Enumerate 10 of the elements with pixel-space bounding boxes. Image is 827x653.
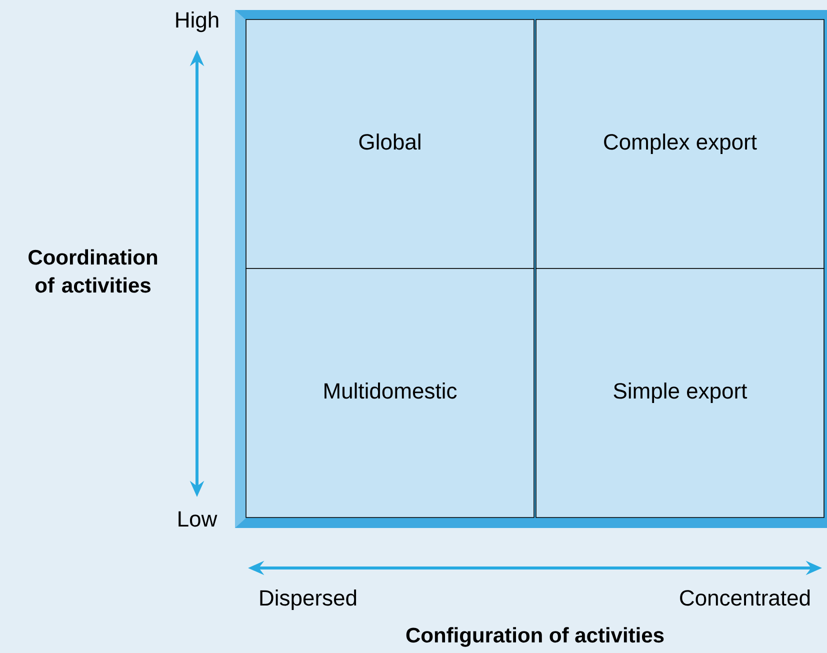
axis-label: Dispersed: [260, 590, 356, 610]
quadrant-cell: Simple export: [536, 268, 824, 518]
axis-label: Concentrated: [680, 590, 810, 606]
axis-label: High: [176, 12, 218, 32]
axis-label: Low: [178, 511, 218, 527]
quadrant-cell: Multidomestic: [246, 268, 534, 518]
quadrant-cell: Complex export: [536, 19, 824, 269]
quadrant-cell: Global: [246, 19, 534, 269]
axis-title: Coordination of activities: [28, 249, 158, 293]
axis-title: Configuration of activities: [406, 627, 664, 647]
